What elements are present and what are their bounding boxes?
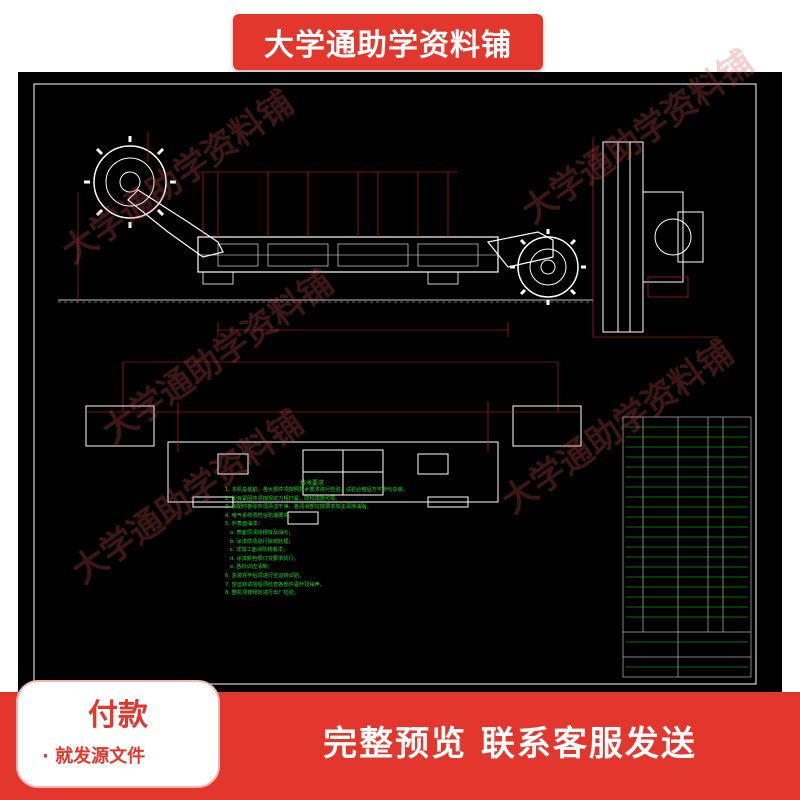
payment-box[interactable]: 付款 · 就发源文件	[16, 680, 220, 788]
payment-subtitle: · 就发源文件	[42, 746, 146, 767]
side-view	[602, 141, 704, 333]
payment-subtitle-text: 就发源文件	[55, 746, 146, 767]
footer-text: 完整预览 联系客服发送	[323, 724, 697, 764]
technical-requirements: 1. 本机总装前，各大部件须按照技术要求进行检验，试验合格后方可参与总装。 2.…	[225, 487, 408, 597]
right-cutting-drum	[510, 229, 586, 305]
shop-banner: 大学通助学资料铺	[233, 14, 543, 70]
payment-title: 付款	[88, 698, 148, 733]
parts-list	[622, 416, 752, 678]
plan-view	[85, 405, 582, 525]
technical-requirements-title: 技术要求	[300, 480, 325, 487]
left-cutting-drum	[84, 136, 176, 228]
cad-drawing-canvas	[33, 83, 757, 685]
cad-drawing	[18, 72, 782, 692]
